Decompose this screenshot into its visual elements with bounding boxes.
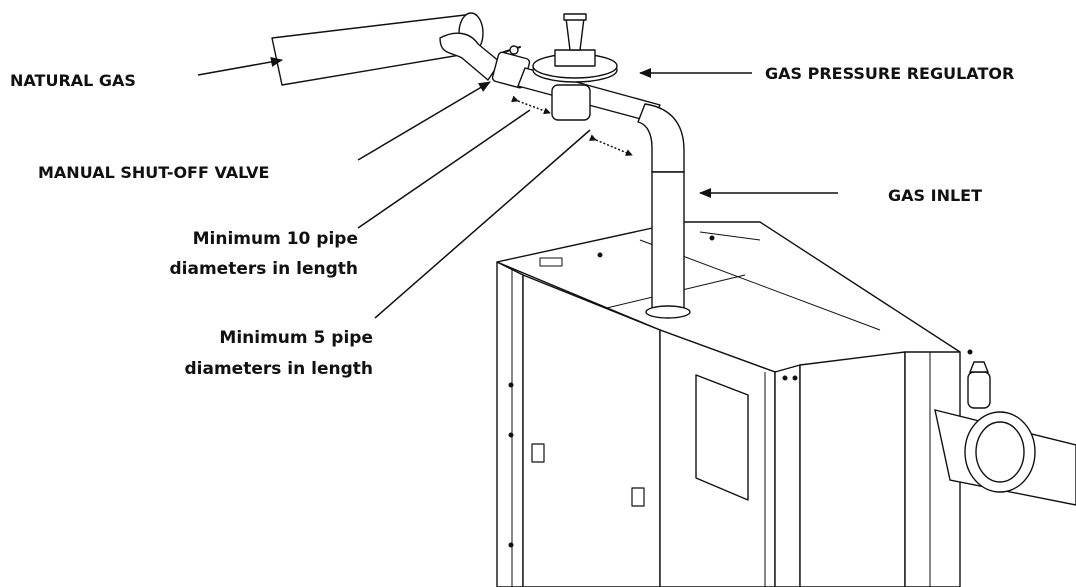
boiler-cabinet	[496, 221, 973, 587]
label-gas-pressure-regulator: GAS PRESSURE REGULATOR	[765, 64, 1014, 83]
dim-min-5	[589, 134, 633, 156]
label-min-5-line2: diameters in length	[185, 359, 374, 379]
regulator-body	[551, 84, 591, 121]
gas-inlet-pipe	[651, 171, 685, 313]
label-min-10-line1: Minimum 10 pipe	[193, 229, 358, 249]
regulator-cap	[554, 49, 596, 67]
door-handle-upper	[531, 443, 545, 463]
arrow-manual-shutoff-valve	[357, 81, 491, 161]
label-min-5-line1: Minimum 5 pipe	[219, 328, 373, 348]
label-manual-shutoff-valve: MANUAL SHUT-OFF VALVE	[38, 163, 269, 182]
callout-arrows	[197, 57, 838, 319]
cabinet-right-panel	[799, 351, 906, 587]
arrow-natural-gas	[197, 57, 283, 76]
downturn-elbow	[637, 103, 685, 173]
label-min-10-line2: diameters in length	[170, 259, 359, 279]
gas-pipe-assembly	[271, 12, 691, 319]
leader-min-5	[374, 129, 591, 319]
label-gas-inlet: GAS INLET	[888, 186, 982, 205]
cabinet-side-panel	[904, 351, 961, 587]
cabinet-left-edge	[496, 261, 524, 587]
inspection-window	[695, 374, 749, 501]
leader-min-10	[357, 109, 531, 229]
cabinet-corner	[774, 364, 801, 587]
door-handle-lower	[631, 487, 645, 507]
cabinet-front-panel	[522, 274, 661, 587]
relief-valve	[967, 371, 991, 409]
regulator-vent	[565, 17, 585, 51]
dim-min-10	[511, 95, 551, 115]
water-connection	[934, 361, 1076, 506]
label-natural-gas: NATURAL GAS	[10, 71, 136, 90]
gas-inlet-opening	[645, 305, 691, 319]
